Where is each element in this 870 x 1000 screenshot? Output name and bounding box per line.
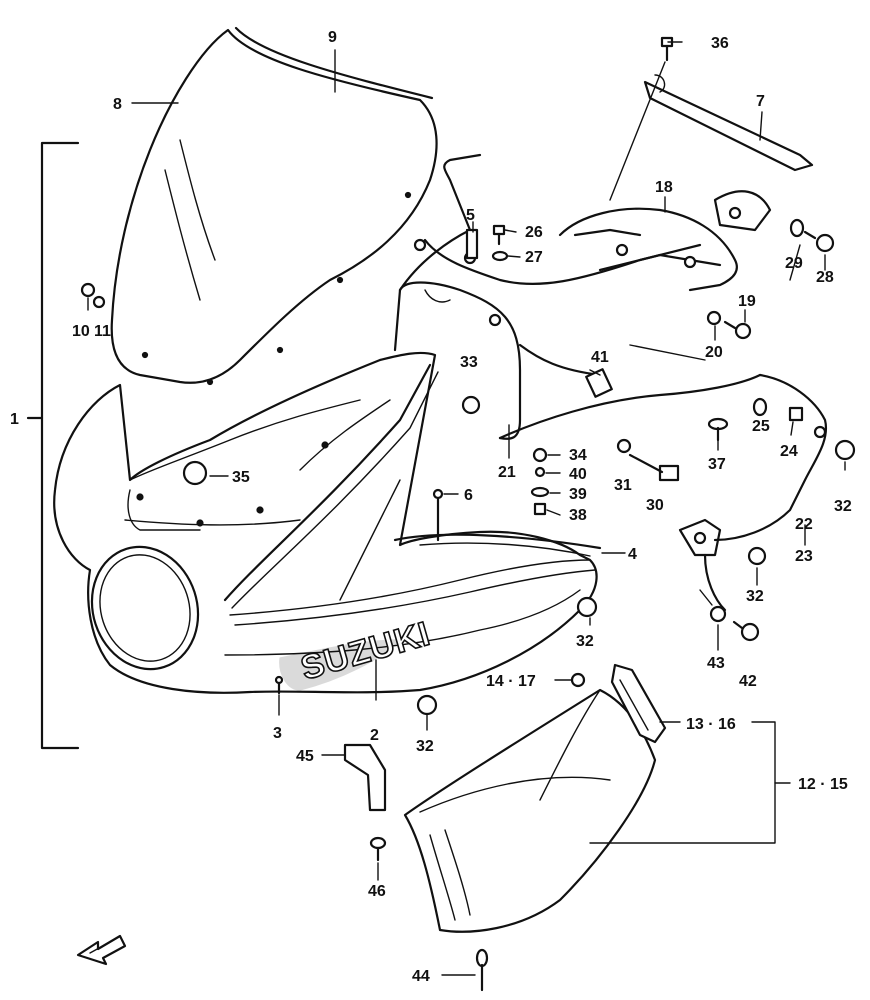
under-cowl-panel <box>403 688 657 933</box>
leader-lines <box>87 41 846 976</box>
part-label-23: 23 <box>795 548 813 565</box>
part-label-32-c: 32 <box>576 633 594 650</box>
part-label-2: 2 <box>370 727 379 744</box>
side-stay <box>678 373 828 612</box>
part-label-6: 6 <box>464 487 473 504</box>
part-label-30: 30 <box>646 497 664 514</box>
part-label-34: 34 <box>569 447 587 464</box>
part-label-21: 21 <box>498 464 516 481</box>
part-label-41: 41 <box>591 349 609 366</box>
part-label-35: 35 <box>232 469 250 486</box>
part-label-25: 25 <box>752 418 770 435</box>
part-label-40: 40 <box>569 466 587 483</box>
part-label-14-17: 14 · 17 <box>486 673 536 690</box>
part-label-12-15: 12 · 15 <box>798 776 848 793</box>
part-label-9: 9 <box>328 29 337 46</box>
part-label-32-d: 32 <box>416 738 434 755</box>
part-label-37: 37 <box>708 456 726 473</box>
part-label-26: 26 <box>525 224 543 241</box>
part-label-32-a: 32 <box>834 498 852 515</box>
fasteners <box>80 36 856 992</box>
part-label-27: 27 <box>525 249 543 266</box>
part-label-43: 43 <box>707 655 725 672</box>
part-label-45: 45 <box>296 748 314 765</box>
part-label-5: 5 <box>466 207 475 224</box>
part-label-20: 20 <box>705 344 723 361</box>
part-label-19: 19 <box>738 293 756 310</box>
part-label-22: 22 <box>795 516 813 533</box>
part-label-32-b: 32 <box>746 588 764 605</box>
part-label-11: 11 <box>94 323 111 340</box>
part-label-18: 18 <box>655 179 673 196</box>
part-label-13-16: 13 · 16 <box>686 716 736 733</box>
upper-bracket <box>558 190 772 292</box>
headlight-opening <box>90 545 200 671</box>
side-grille <box>610 663 667 744</box>
part-label-28: 28 <box>816 269 834 286</box>
part-label-10: 10 <box>72 323 90 340</box>
part-label-36: 36 <box>711 35 729 52</box>
part-label-4: 4 <box>628 546 637 563</box>
assembly-bracket <box>26 141 80 750</box>
part-label-31: 31 <box>614 477 632 494</box>
part-label-38: 38 <box>569 507 587 524</box>
part-label-1: 1 <box>10 411 19 428</box>
mounting-frame <box>393 153 762 440</box>
part-label-8: 8 <box>113 96 122 113</box>
part-label-3: 3 <box>273 725 282 742</box>
part-label-44: 44 <box>412 968 430 985</box>
bottom-trim <box>393 533 602 557</box>
part-label-24: 24 <box>780 443 798 460</box>
windscreen <box>110 26 438 386</box>
part-label-7: 7 <box>756 93 765 110</box>
part-label-46: 46 <box>368 883 386 900</box>
part-label-33: 33 <box>460 354 478 371</box>
part-label-29: 29 <box>785 255 803 272</box>
part-label-39: 39 <box>569 486 587 503</box>
part-label-42: 42 <box>739 673 757 690</box>
part-labels: 1 2 3 4 5 6 7 8 9 10 11 12 · 15 13 · 16 … <box>10 29 852 985</box>
top-bracket-plate <box>643 74 814 172</box>
front-arrow-icon <box>76 934 127 966</box>
